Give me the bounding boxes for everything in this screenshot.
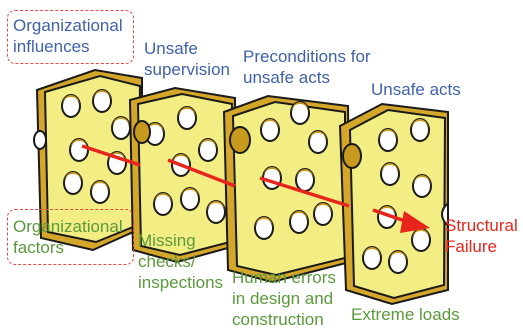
structural-failure-label: Structural Failure — [445, 215, 518, 257]
cheese-slice-3 — [224, 96, 350, 282]
extreme-loads-label: Extreme loads — [351, 304, 460, 325]
unsafe-supervision-label: Unsafe supervision — [144, 38, 230, 80]
missing-checks-label: Missing checks/ inspections — [138, 230, 223, 293]
cheese-slice-4 — [340, 104, 448, 304]
human-errors-label: Human errors in design and construction — [232, 267, 336, 330]
organizational-influences-label: Organizational influences — [13, 15, 123, 57]
unsafe-acts-label: Unsafe acts — [371, 79, 461, 100]
preconditions-label: Preconditions for unsafe acts — [243, 46, 371, 88]
organizational-factors-label: Organizational factors — [13, 216, 123, 258]
